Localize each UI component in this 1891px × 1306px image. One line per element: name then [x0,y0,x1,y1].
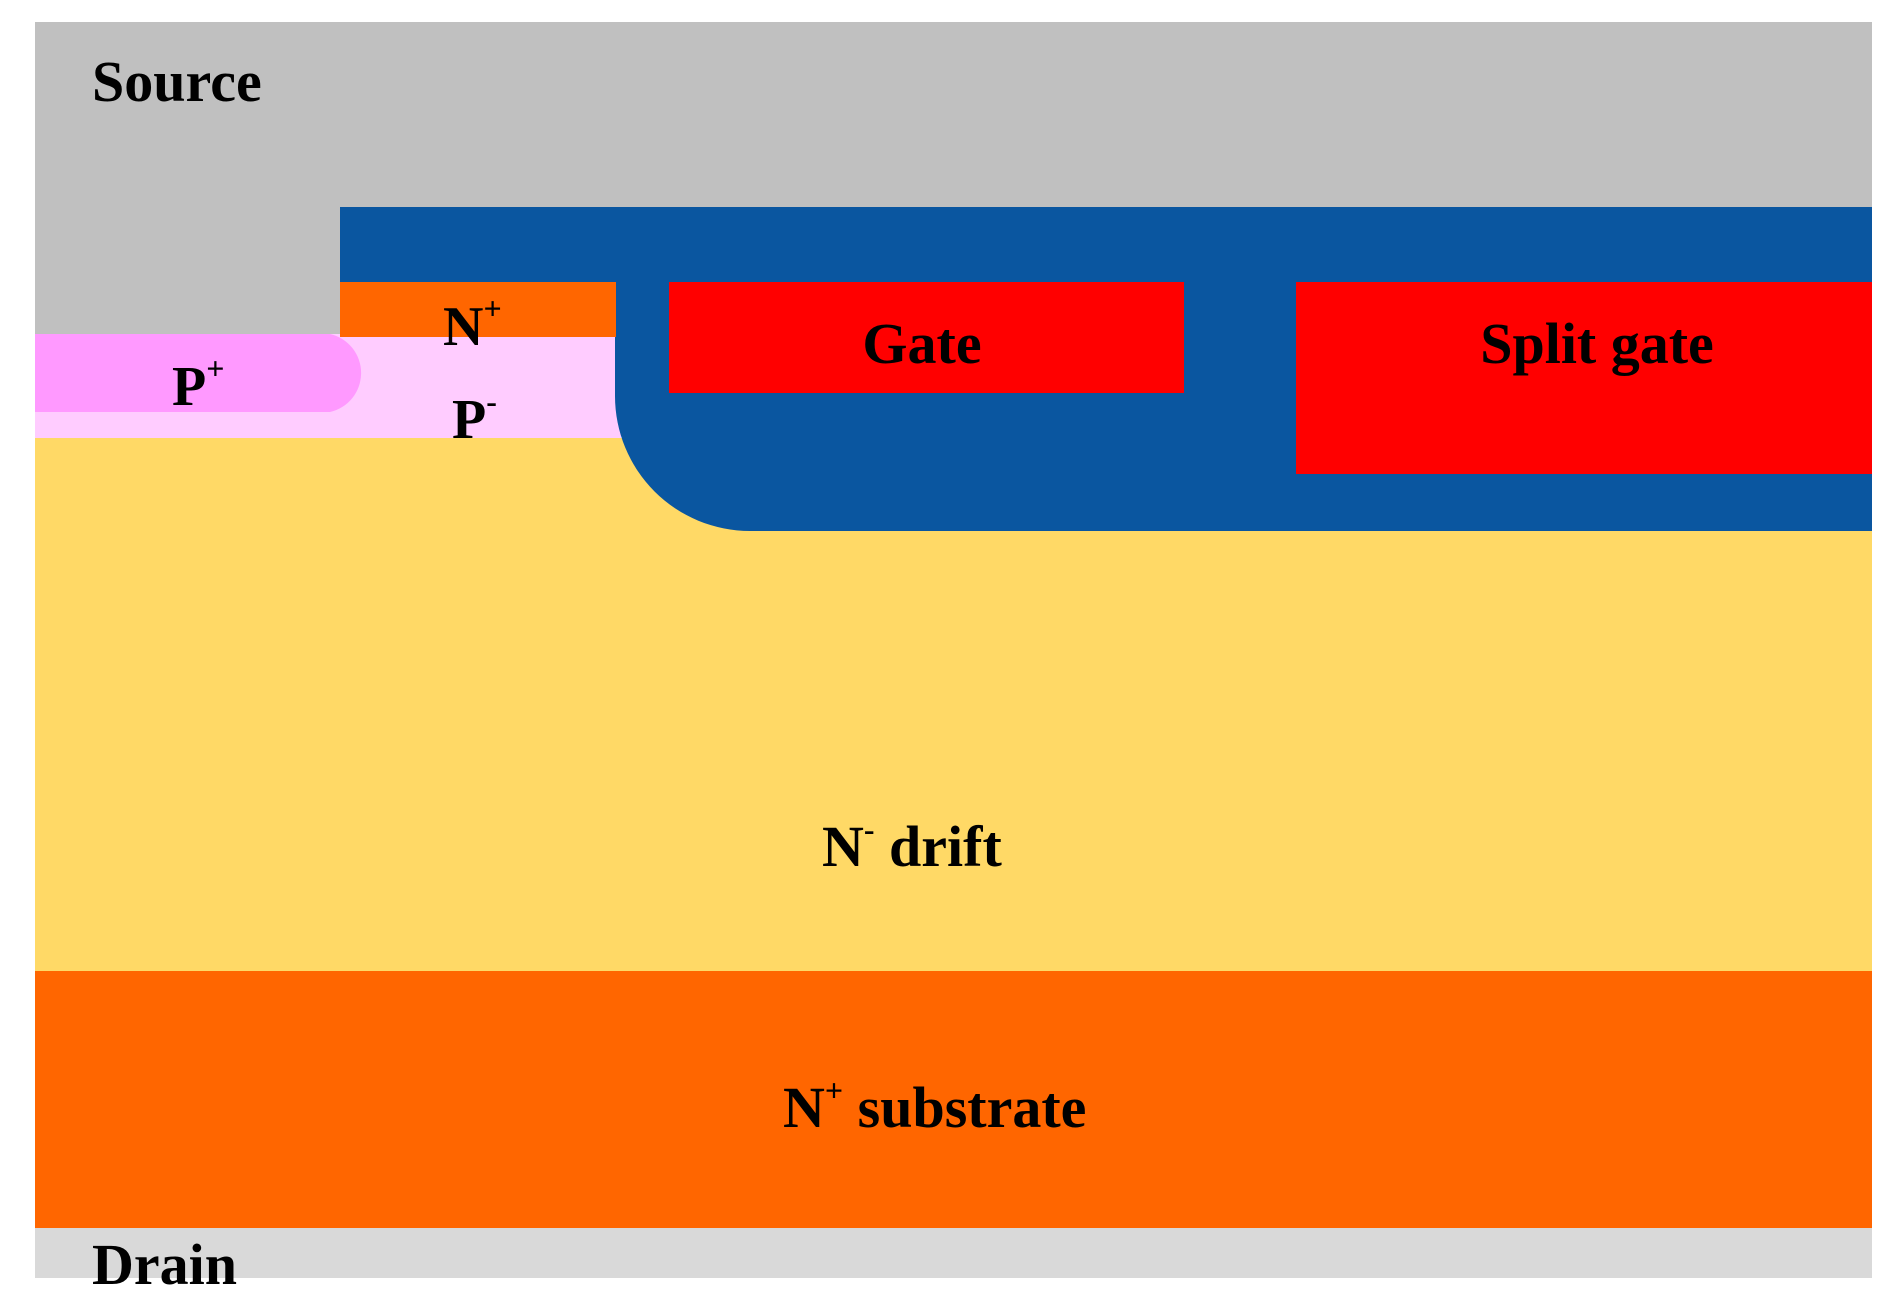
p-minus-base: P [452,389,486,451]
gate-region [669,282,1184,393]
source-label: Source [92,49,262,114]
p-plus-label: P+ [172,350,224,418]
n-plus-sup: + [483,290,501,326]
drain-region [35,1228,1872,1278]
p-minus-sup: - [486,383,497,419]
p-minus-label: P- [452,383,497,451]
split-gate-region [1296,282,1872,474]
n-drift-label: N- drift [822,811,1002,879]
gate-label: Gate [862,311,981,376]
n-plus-label: N+ [443,290,502,358]
n-drift-sup: - [864,811,875,847]
n-substrate-sup: + [825,1072,843,1108]
n-plus-base: N [443,296,483,358]
n-drift-base: N [822,814,864,879]
p-plus-sup: + [206,350,224,386]
n-plus-region [340,282,616,337]
split-gate-label: Split gate [1480,311,1714,376]
source-region [35,22,1872,334]
p-plus-base: P [172,356,206,418]
n-substrate-region [35,971,1872,1228]
n-drift-rest: drift [875,814,1003,879]
drain-label: Drain [92,1232,237,1297]
n-substrate-rest: substrate [843,1075,1086,1140]
n-substrate-label: N+ substrate [783,1072,1086,1140]
n-substrate-base: N [783,1075,825,1140]
p-plus-region [35,334,362,412]
